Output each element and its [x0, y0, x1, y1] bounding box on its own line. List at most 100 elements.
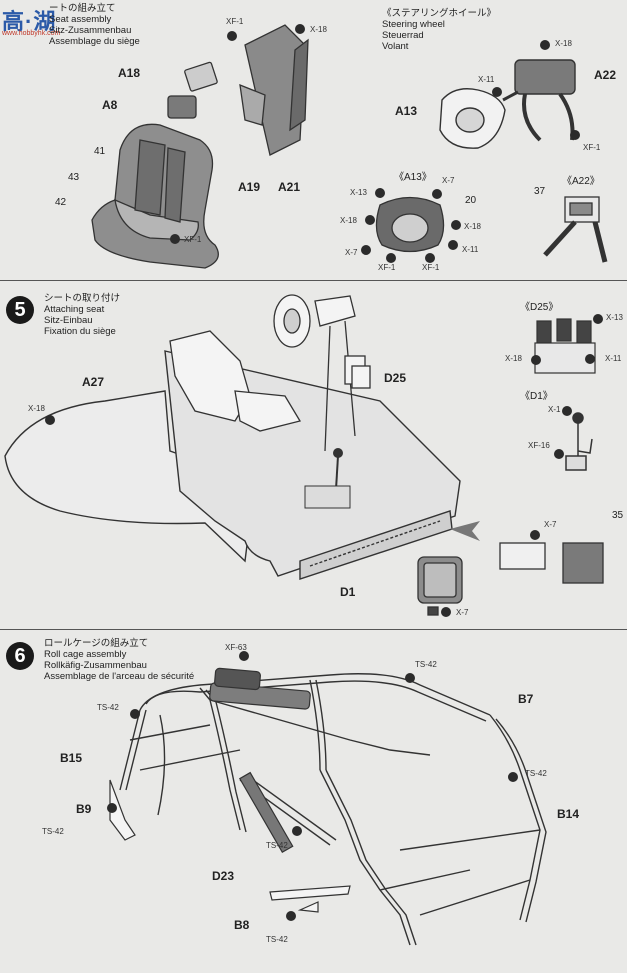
paint-callouts-step6 — [107, 651, 518, 921]
paint-ts42-b8: TS-42 — [266, 935, 288, 944]
step6-title: ロールケージの組み立て Roll cage assembly Rollkäfig… — [44, 638, 194, 682]
step5-illustration — [4, 294, 604, 617]
roll-cage-drawing — [119, 673, 547, 946]
paint-step5-x7: X-7 — [456, 608, 469, 617]
step6-title-jp: ロールケージの組み立て — [44, 638, 149, 649]
a13-x13: X-13 — [350, 188, 367, 197]
a22-detail-drawing — [543, 196, 608, 263]
seat-steering-panel: 高·湖 www.hobbyhk.com — [0, 0, 627, 281]
a13-x18-right: X-18 — [464, 222, 481, 231]
steering-wheel-drawing — [439, 59, 576, 149]
seat-steering-illustration — [91, 24, 608, 269]
paint-ts42-right: TS-42 — [525, 769, 547, 778]
step6-title-en: Roll cage assembly — [44, 649, 127, 660]
marker-41: 41 — [94, 146, 106, 157]
paint-callouts-steering — [361, 40, 580, 263]
a22-detail-title: 《A22》 — [562, 176, 600, 187]
a13-xf1-a: XF-1 — [378, 263, 396, 272]
marker-42: 42 — [55, 197, 67, 208]
step6-panel: 6 ロールケージの組み立て Roll cage assembly Rollkäf… — [0, 630, 627, 973]
part-a8: A8 — [102, 98, 118, 112]
part-b14: B14 — [557, 807, 580, 821]
d25-x11: X-11 — [605, 354, 622, 363]
step5-title-de: Sitz-Einbau — [44, 315, 93, 326]
steering-title-fr: Volant — [382, 41, 409, 52]
d1-detail-drawing — [565, 412, 593, 471]
d1-detail-title: 《D1》 — [520, 391, 553, 402]
detail-box-marker-35: 35 — [612, 510, 624, 521]
b8-b9-parts-drawing — [109, 779, 351, 913]
paint-x18: X-18 — [310, 25, 327, 34]
a13-detail-title: 《A13》 — [394, 172, 432, 183]
steering-title: 《ステアリングホイール》 Steering wheel Steuerrad Vo… — [382, 8, 496, 52]
paint-xf1-bottom: XF-1 — [184, 235, 202, 244]
d1-x1: X-1 — [548, 405, 561, 414]
roll-cage-illustration — [107, 651, 547, 946]
a13-detail-drawing — [375, 196, 445, 253]
d25-detail-title: 《D25》 — [520, 302, 559, 313]
part-a13: A13 — [395, 104, 418, 118]
arrow-to-detail — [450, 521, 480, 541]
title-de: Sitz-Zusammenbau — [49, 25, 132, 36]
title-fr: Assemblage du siège — [49, 36, 140, 47]
part-a22: A22 — [594, 68, 617, 82]
paint-steering-xf1: XF-1 — [583, 143, 601, 152]
paint-xf63: XF-63 — [225, 643, 247, 652]
watermark-chars: 高·湖 — [2, 9, 57, 34]
paint-ts42-left: TS-42 — [97, 703, 119, 712]
step6-number: 6 — [6, 642, 34, 670]
paint-xf1-top: XF-1 — [226, 17, 244, 26]
panel-detail-drawing — [417, 542, 604, 616]
steering-title-en: Steering wheel — [382, 19, 445, 30]
padding-drawing — [209, 667, 311, 854]
pedal-box-drawing — [344, 355, 371, 389]
detail-box-x7: X-7 — [544, 520, 557, 529]
a13-x7-left: X-7 — [345, 248, 358, 257]
marker-43: 43 — [68, 172, 80, 183]
paint-callouts-step5 — [45, 314, 603, 617]
part-d1: D1 — [340, 585, 356, 599]
d25-detail-drawing — [534, 318, 596, 374]
seat-drawing — [91, 61, 219, 269]
seat-shell-drawing — [239, 24, 309, 156]
part-d23: D23 — [212, 869, 235, 883]
part-b7: B7 — [518, 692, 534, 706]
paint-step5-x18: X-18 — [28, 404, 45, 413]
step-seat-title: ートの組み立て Seat assembly Sitz-Zusammenbau A… — [49, 3, 140, 47]
part-b9: B9 — [76, 802, 92, 816]
step5-title-fr: Fixation du siège — [44, 326, 116, 337]
step6-title-fr: Assemblage de l'arceau de sécurité — [44, 671, 195, 682]
shifter-drawing — [304, 448, 351, 509]
step5-title-en: Attaching seat — [44, 304, 105, 315]
part-d25: D25 — [384, 371, 407, 385]
steering-title-jp: 《ステアリングホイール》 — [382, 8, 497, 19]
part-a27: A27 — [82, 375, 105, 389]
watermark-url: www.hobbyhk.com — [2, 30, 61, 37]
a22-marker-37: 37 — [534, 186, 546, 197]
part-b15: B15 — [60, 751, 83, 765]
part-a19: A19 — [238, 180, 261, 194]
step5-number: 5 — [6, 296, 34, 324]
part-a18: A18 — [118, 66, 141, 80]
title-en: Seat assembly — [49, 14, 112, 25]
part-b8: B8 — [234, 918, 250, 932]
d25-x18: X-18 — [505, 354, 522, 363]
paint-steering-x11: X-11 — [478, 75, 495, 84]
steering-title-de: Steuerrad — [382, 30, 424, 41]
d25-x13: X-13 — [606, 313, 623, 322]
watermark-logo: 高·湖 www.hobbyhk.com — [2, 4, 76, 38]
step6-title-de: Rollkäfig-Zusammenbau — [44, 660, 147, 671]
steering-installed-drawing — [273, 294, 356, 452]
a13-marker-20: 20 — [465, 195, 477, 206]
paint-ts42-top: TS-42 — [415, 660, 437, 669]
seat-installed-drawing — [169, 330, 302, 432]
a13-x18-left: X-18 — [340, 216, 357, 225]
paint-steering-x18: X-18 — [555, 39, 572, 48]
step5-title: シートの取り付け Attaching seat Sitz-Einbau Fixa… — [44, 293, 120, 337]
d1-xf16: XF-16 — [528, 441, 550, 450]
paint-ts42-b9: TS-42 — [42, 827, 64, 836]
step5-panel: 5 シートの取り付け Attaching seat Sitz-Einbau Fi… — [0, 281, 627, 630]
paint-callouts-seat — [170, 24, 305, 244]
paint-ts42-d23: TS-42 — [266, 841, 288, 850]
part-a21: A21 — [278, 180, 301, 194]
